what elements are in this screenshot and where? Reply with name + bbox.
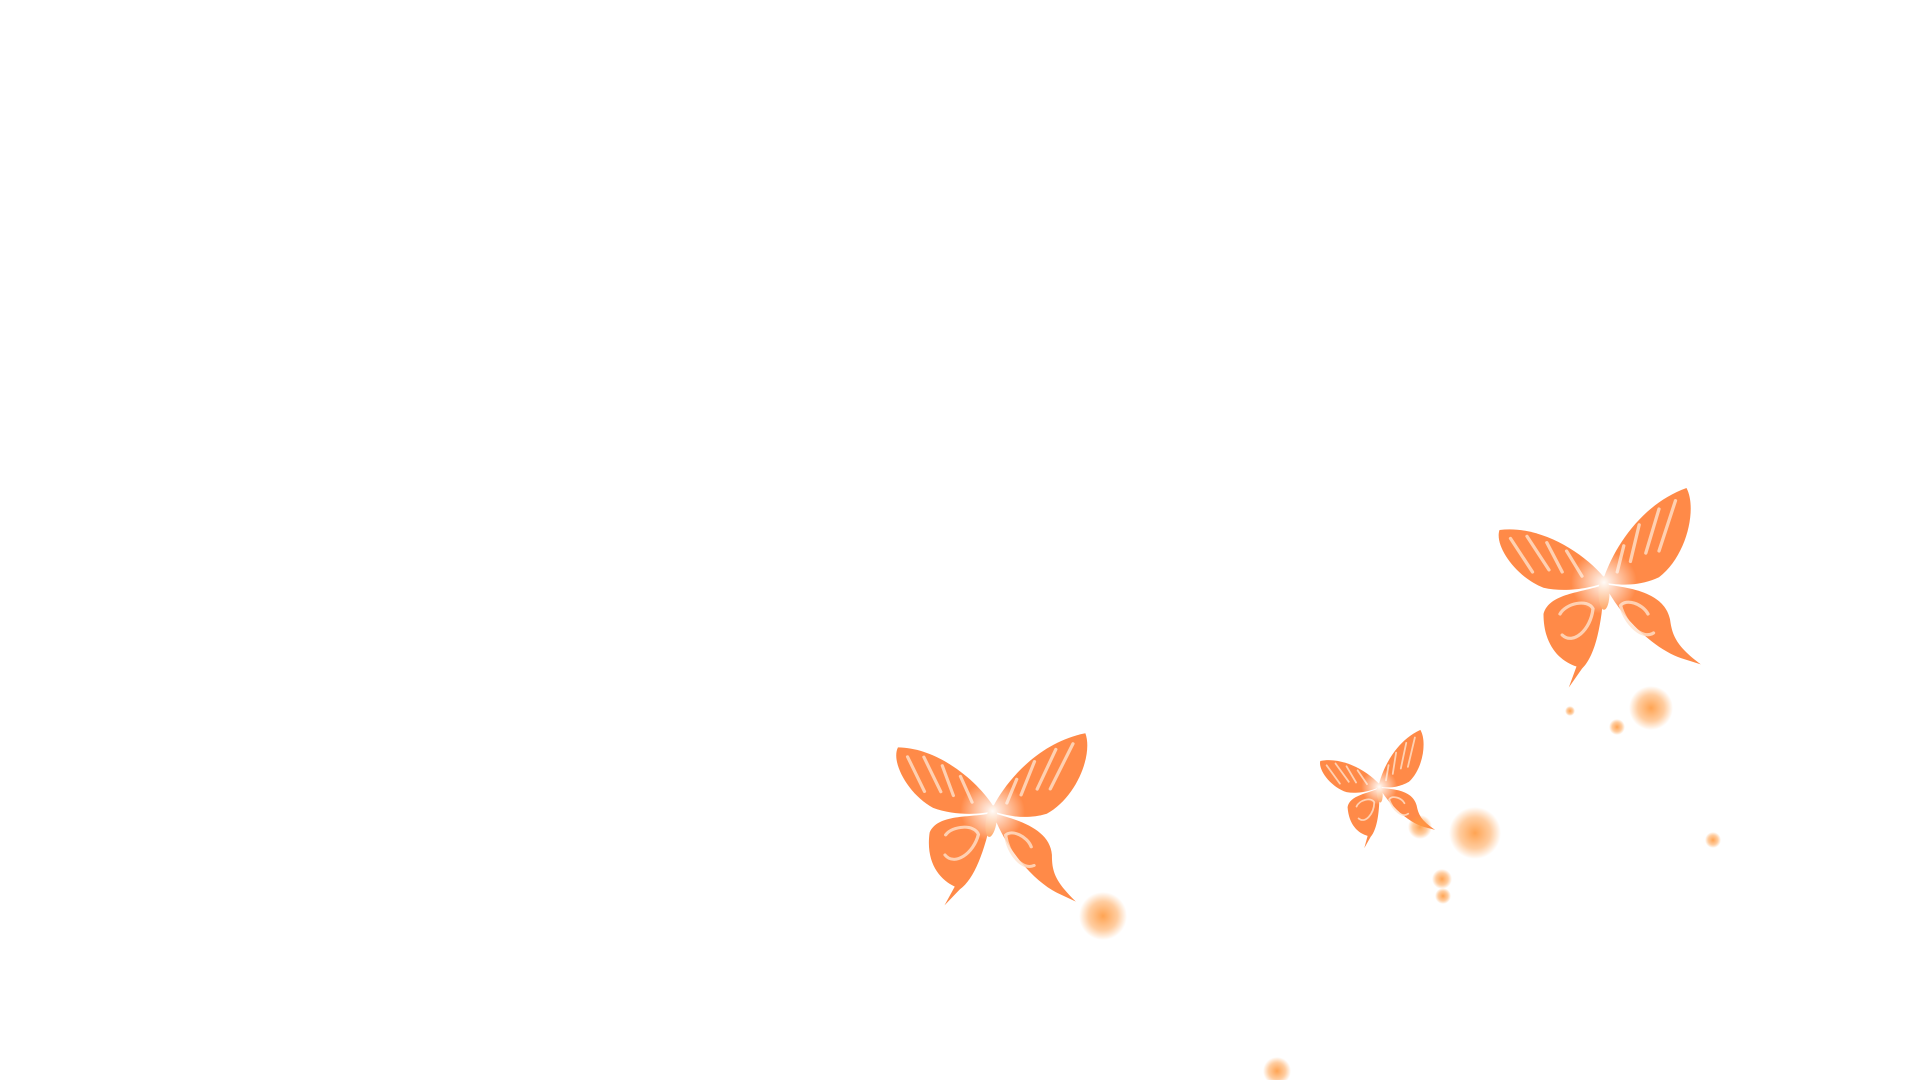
particle: [1705, 832, 1721, 848]
particle: [1629, 686, 1673, 730]
particles: [1079, 686, 1721, 1080]
particle: [1565, 706, 1575, 716]
particle: [1263, 1057, 1291, 1080]
particle: [1432, 869, 1452, 889]
particle: [1609, 719, 1625, 735]
particle: [1079, 892, 1127, 940]
particle: [1449, 807, 1501, 859]
particle: [1435, 888, 1451, 904]
butterfly-medium: [874, 706, 1101, 926]
butterfly-large: [1497, 486, 1703, 690]
particle: [1408, 815, 1432, 839]
